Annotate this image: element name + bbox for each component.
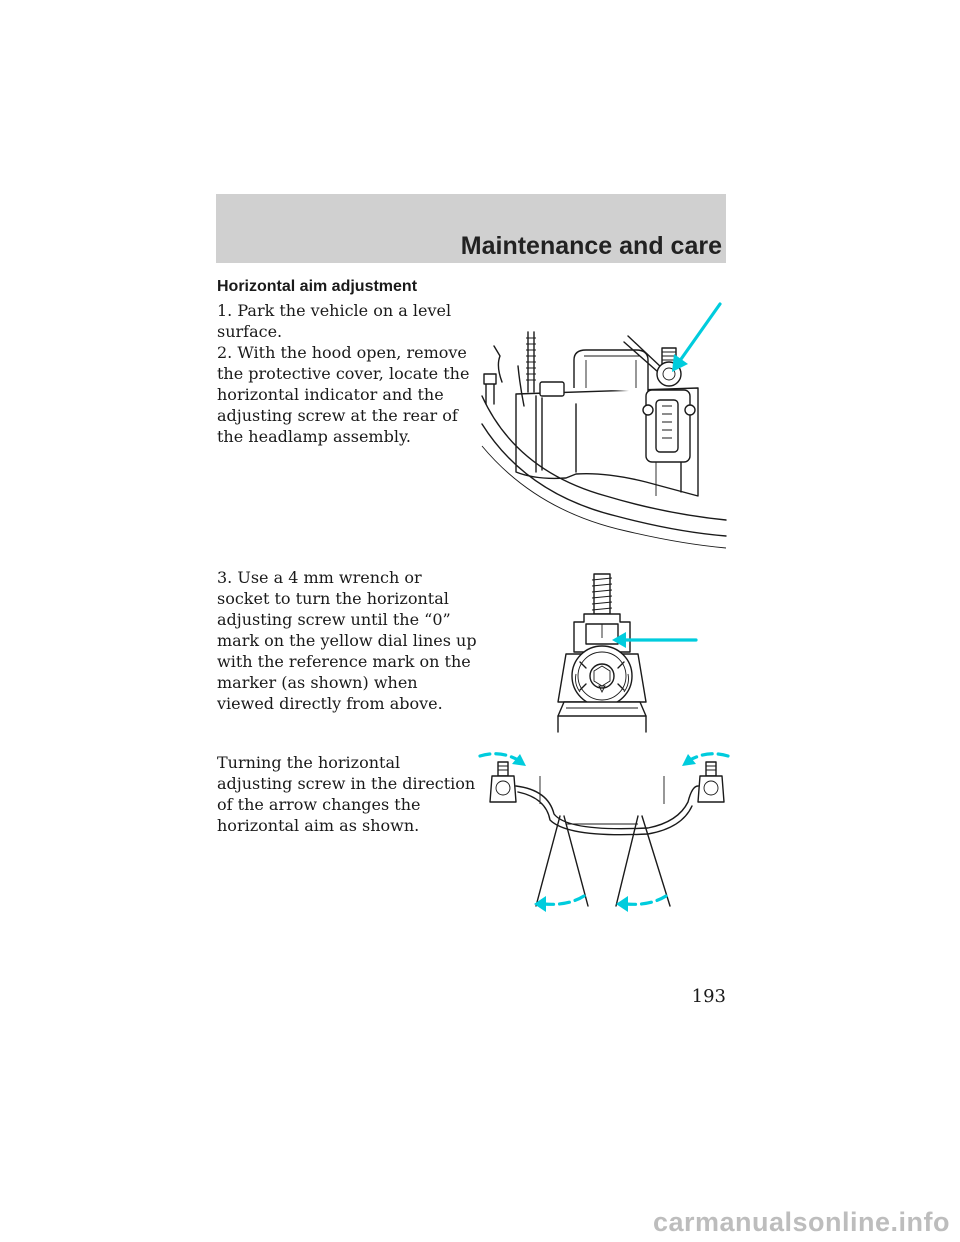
headlamp-assembly-figure bbox=[481, 302, 727, 549]
aim-note-text: Turning the horizontal adjusting screw i… bbox=[217, 753, 476, 835]
step-3-text: 3. Use a 4 mm wrench or socket to turn t… bbox=[217, 568, 477, 713]
page-number: 193 bbox=[691, 986, 726, 1007]
section-title: Maintenance and care bbox=[460, 232, 722, 260]
horizontal-indicator-figure bbox=[557, 573, 698, 733]
heading-horizontal-aim: Horizontal aim adjustment bbox=[217, 278, 418, 295]
step-1-text: 1. Park the vehicle on a level surface. bbox=[217, 301, 452, 341]
watermark: carmanualsonline.info bbox=[652, 1207, 950, 1237]
aim-direction-figure bbox=[478, 752, 730, 912]
header-band: Maintenance and care bbox=[216, 194, 726, 263]
step-2-text: 2. With the hood open, remove the protec… bbox=[217, 343, 470, 446]
